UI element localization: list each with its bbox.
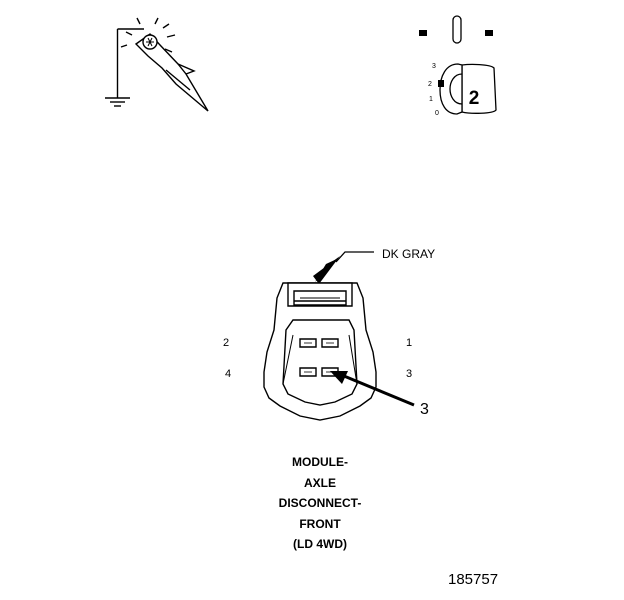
key-number: 2 xyxy=(469,88,480,109)
caption-line-5: (LD 4WD) xyxy=(293,537,347,551)
key-position-1: 1 xyxy=(429,96,433,103)
wire-color-leader xyxy=(313,251,374,284)
caption-line-2: AXLE xyxy=(303,475,336,490)
connector-caption: MODULE- AXLE DISCONNECT- FRONT (LD 4WD) xyxy=(220,452,420,555)
wire-color-label: DK GRAY xyxy=(382,247,435,261)
off-indicator xyxy=(419,30,427,36)
callout-arrow xyxy=(330,371,415,407)
caption-line-1: MODULE- xyxy=(292,455,348,469)
test-light-probe-icon xyxy=(105,17,209,112)
ignition-key-icon: 2 3 2 1 0 xyxy=(428,63,497,117)
key-position-2: 2 xyxy=(428,81,432,88)
figure-id: 185757 xyxy=(448,571,499,588)
caption-line-3: DISCONNECT- xyxy=(278,496,362,510)
caption-line-4: FRONT xyxy=(299,516,341,531)
on-off-switch-icon xyxy=(419,15,493,44)
connector-body xyxy=(263,282,377,421)
pin-label-1: 1 xyxy=(406,337,412,349)
on-indicator xyxy=(485,30,493,36)
pin-label-2: 2 xyxy=(223,337,229,349)
switch-bar xyxy=(452,15,462,44)
callout-number: 3 xyxy=(420,401,429,418)
key-position-marker xyxy=(438,80,444,87)
pin-label-3: 3 xyxy=(406,368,412,380)
pin-label-4: 4 xyxy=(225,368,231,380)
key-position-0: 0 xyxy=(435,110,439,117)
key-position-3: 3 xyxy=(432,63,436,70)
